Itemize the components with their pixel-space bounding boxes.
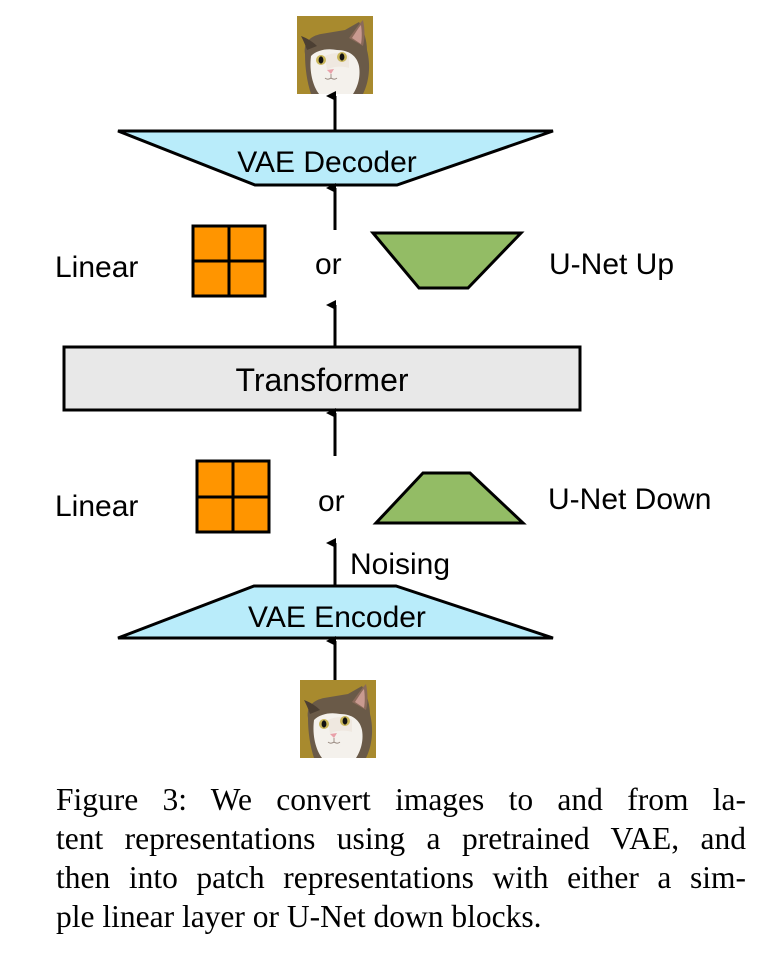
output-cat-image [296,15,374,95]
architecture-diagram: VAE Decoder Linear or U-Net Up Transform… [55,15,711,759]
linear-up-label: Linear [55,251,138,284]
unet-down-label: U-Net Down [548,483,711,516]
unet-up-label: U-Net Up [549,248,674,281]
transformer-label: Transformer [235,362,408,398]
caption-line: ple linear layer or U-Net down blocks. [56,899,542,934]
vae-decoder-label: VAE Decoder [237,146,417,179]
caption-line: Figure 3: We convert images to and from … [56,782,746,817]
caption-line: tent representations using a pretrained … [56,821,746,856]
caption-line: then into patch representations with eit… [56,860,746,895]
vae-encoder-label: VAE Encoder [248,601,426,634]
transformer-shape [62,345,582,412]
unet-up-shape [369,231,525,290]
linear-up-grid [191,224,267,298]
linear-down-grid [195,459,271,534]
vae-encoder-shape [117,584,554,640]
input-cat-image [299,679,377,759]
noising-label: Noising [350,548,450,581]
unet-down-shape [372,471,527,525]
or-up-label: or [315,248,342,281]
or-down-label: or [318,485,345,518]
linear-down-label: Linear [55,490,138,523]
vae-decoder-shape [117,129,554,187]
figure-caption: Figure 3: We convert images to and from … [56,780,746,936]
